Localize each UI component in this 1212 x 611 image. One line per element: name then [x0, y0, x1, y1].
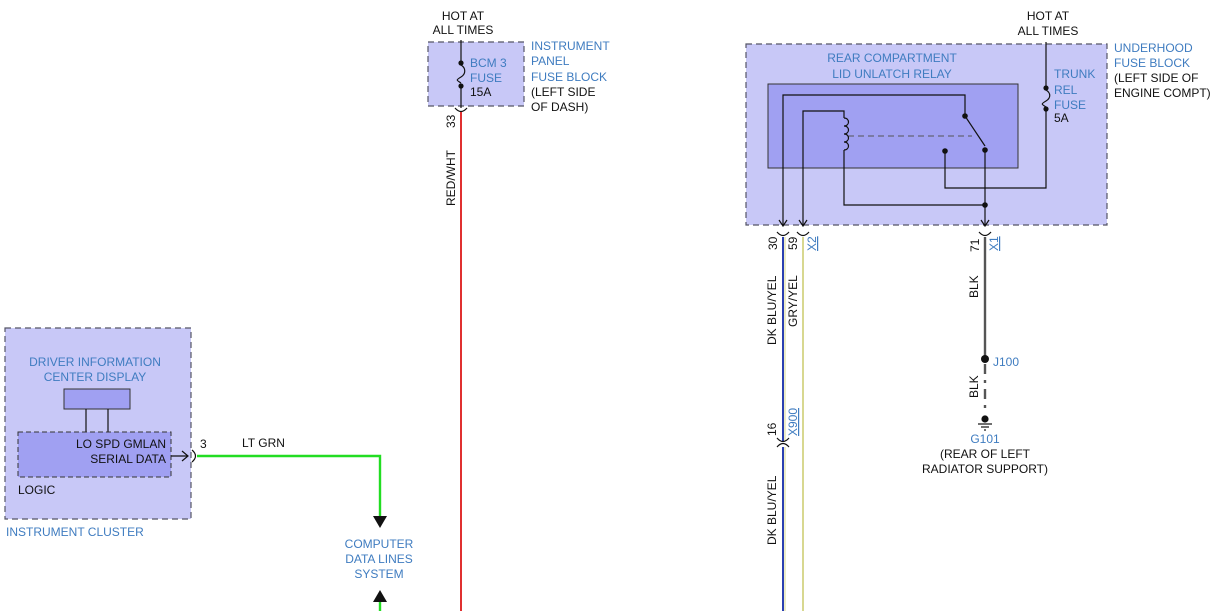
- bcm-hot-label-2: ALL TIMES: [433, 23, 494, 37]
- connector-x1-link[interactable]: X1: [987, 236, 1001, 251]
- arrow-x1-icon: [980, 219, 990, 228]
- connector-59-icon: [796, 231, 810, 237]
- relay-splice-dot: [982, 202, 988, 208]
- data-lines-label-2[interactable]: DATA LINES: [345, 552, 413, 566]
- trunk-fuse-terminal-bottom: [1043, 106, 1049, 112]
- fuse-terminal-bottom: [458, 83, 464, 89]
- arrow-30-icon: [778, 219, 788, 228]
- ground-eyelet-icon: [981, 415, 989, 423]
- bcm-fuse-icon: [456, 64, 466, 84]
- lt-grn-wire: [197, 454, 382, 516]
- dic-display-icon: [63, 388, 131, 410]
- bcm-fuse-section: HOT AT ALL TIMES BCM 3 FUSE 15A INSTRUME…: [427, 9, 610, 611]
- uh-block-loc-1: (LEFT SIDE OF: [1114, 71, 1198, 85]
- relay-name-1: REAR COMPARTMENT: [827, 51, 957, 65]
- lt-grn-label: LT GRN: [242, 436, 285, 450]
- uh-hot-label-1: HOT AT: [1027, 9, 1070, 23]
- blk-label-1: BLK: [967, 275, 981, 298]
- dk-blu-yel-label-1: DK BLU/YEL: [765, 275, 779, 345]
- g101-loc-2: RADIATOR SUPPORT): [922, 462, 1048, 476]
- pin-3-label: 3: [200, 437, 207, 451]
- dic-title-1: DRIVER INFORMATION: [29, 355, 161, 369]
- pin-33-label: 33: [444, 114, 458, 128]
- computer-data-lines-reference[interactable]: COMPUTER DATA LINES SYSTEM: [345, 537, 414, 611]
- dk-blu-yel-label-2: DK BLU/YEL: [765, 475, 779, 545]
- pin-30-label: 30: [766, 236, 780, 250]
- gmlan-signal-1: LO SPD GMLAN: [76, 437, 166, 451]
- trunk-fuse-label-3: FUSE: [1054, 98, 1086, 112]
- ip-fuse-block-label-1: INSTRUMENT: [531, 39, 610, 53]
- x900-connector-link[interactable]: X900: [786, 408, 800, 436]
- trunk-fuse-rating: 5A: [1054, 111, 1069, 125]
- relay-contact-nc: [942, 148, 948, 154]
- underhood-section: HOT AT ALL TIMES REAR COMPARTMENT LID UN…: [745, 9, 1211, 252]
- bcm-fuse-name-2: FUSE: [470, 71, 502, 85]
- bcm-hot-label-1: HOT AT: [442, 9, 485, 23]
- uh-block-label-1: UNDERHOOD: [1114, 41, 1193, 55]
- trunk-fuse-label-2: REL: [1054, 83, 1078, 97]
- g101-label: G101: [970, 432, 1000, 446]
- relay-feed-wire-30: [782, 94, 966, 225]
- instrument-cluster-box: [4, 327, 192, 520]
- g101-loc-1: (REAR OF LEFT: [940, 447, 1031, 461]
- instrument-cluster-section: DRIVER INFORMATION CENTER DISPLAY LO SPD…: [4, 327, 387, 539]
- pin-71-label: 71: [968, 238, 982, 252]
- data-lines-arrow-up-icon: [373, 590, 387, 602]
- uh-block-label-2: FUSE BLOCK: [1114, 56, 1190, 70]
- uh-block-loc-2: ENGINE COMPT): [1114, 86, 1211, 100]
- relay-coil-icon: [843, 117, 850, 151]
- data-lines-label-1[interactable]: COMPUTER: [345, 537, 414, 551]
- fuse-terminal-top: [458, 60, 464, 66]
- trunk-fuse-label-1: TRUNK: [1054, 67, 1095, 81]
- connector-30-icon: [776, 231, 790, 237]
- data-lines-label-3[interactable]: SYSTEM: [354, 567, 403, 581]
- relay-coil-ground-wire: [843, 150, 985, 206]
- gmlan-bidirectional-arrow-icon: [181, 450, 189, 462]
- ip-fuse-block-label-3: FUSE BLOCK: [531, 70, 607, 84]
- connector-x2-link[interactable]: X2: [805, 236, 819, 251]
- relay-coil-wire-x2: [802, 110, 845, 225]
- x900-connector-top-icon: [776, 437, 790, 443]
- relay-switch-arm: [964, 115, 986, 147]
- ip-fuse-block-label-2: PANEL: [531, 54, 570, 68]
- x900-pin-label: 16: [765, 422, 779, 436]
- arrow-x2-icon: [798, 219, 808, 228]
- instrument-cluster-label: INSTRUMENT CLUSTER: [6, 525, 144, 539]
- harness-wires: DK BLU/YEL GRY/YEL 16 X900 DK BLU/YEL BL…: [765, 237, 1048, 611]
- instrument-panel-fuse-block: [427, 41, 525, 107]
- pin-3-connector-icon: [191, 449, 197, 463]
- x900-connector-bottom-icon: [776, 442, 790, 448]
- uh-hot-label-2: ALL TIMES: [1018, 24, 1079, 38]
- ip-fuse-block-loc-1: (LEFT SIDE: [531, 85, 595, 99]
- gry-yel-label: GRY/YEL: [786, 275, 800, 327]
- trunk-fuse-terminal-top: [1043, 85, 1049, 91]
- blk-label-2: BLK: [967, 375, 981, 398]
- fuse-to-relay-wire: [944, 111, 1047, 189]
- gmlan-signal-2: SERIAL DATA: [90, 452, 166, 466]
- bcm-fuse-name-1: BCM 3: [470, 56, 507, 70]
- j100-splice-icon: [981, 355, 989, 363]
- rear-compartment-lid-unlatch-relay: [767, 83, 1019, 169]
- trunk-fuse-icon: [1041, 89, 1051, 108]
- connector-71-icon: [978, 231, 992, 237]
- pin-59-label: 59: [786, 236, 800, 250]
- data-lines-arrow-down-icon: [373, 516, 387, 528]
- dic-title-2: CENTER DISPLAY: [44, 370, 146, 384]
- red-wht-wire-label: RED/WHT: [444, 149, 458, 206]
- relay-name-2: LID UNLATCH RELAY: [832, 67, 952, 81]
- logic-module-box: [17, 431, 172, 478]
- ip-fuse-block-loc-2: OF DASH): [531, 100, 588, 114]
- bcm-fuse-rating: 15A: [470, 85, 491, 99]
- logic-label: LOGIC: [18, 483, 56, 497]
- j100-label: J100: [993, 355, 1019, 369]
- pin-33-connector-icon: [454, 107, 468, 113]
